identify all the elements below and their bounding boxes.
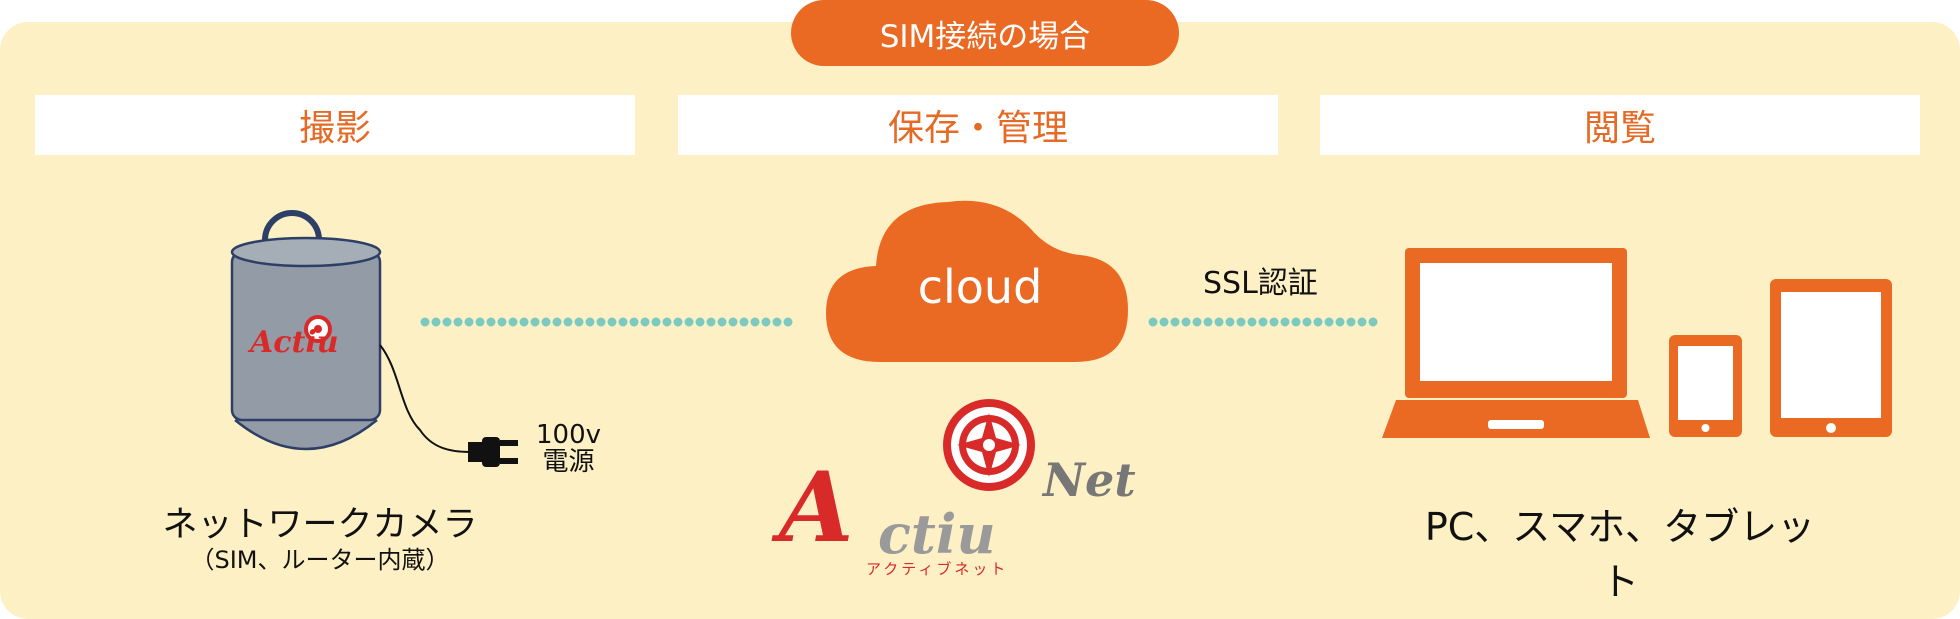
logo-letter-a: A [771,451,853,564]
section-header-capture: 撮影 [35,95,635,155]
tablet-icon [1770,279,1892,437]
power-source: 電源 [542,447,595,477]
camera-logo-text: Actiu [247,325,339,360]
diagram-title: SIM接続の場合 [791,0,1179,66]
cloud-label: cloud [918,260,1043,314]
section-header-viewing: 閲覧 [1320,95,1920,155]
laptop-icon [1382,248,1650,438]
power-supply-label: 100v 電源 [536,422,601,476]
cloud-icon: cloud [826,200,1128,362]
smartphone-icon [1669,335,1742,437]
logo-letters-ctiu: ctiu [878,502,996,566]
camera-label: ネットワークカメラ [162,505,478,545]
camera-logo-icon: Actiu [247,315,339,360]
network-camera-icon: Actiu [230,210,471,453]
devices-label: PC、スマホ、タブレット [1424,505,1816,604]
logo-kana-text: アクティブネット [866,560,1008,578]
logo-net-text: Net [1041,453,1136,507]
actiu-net-logo: A ctiu Net アクティブネット [771,399,1136,578]
camera-detail: （SIM、ルーター内蔵） [190,546,450,574]
section-header-storage: 保存・管理 [678,95,1278,155]
ssl-auth-label: SSL認証 [1203,266,1318,301]
power-voltage: 100v [536,420,602,450]
power-plug-icon [468,437,518,467]
